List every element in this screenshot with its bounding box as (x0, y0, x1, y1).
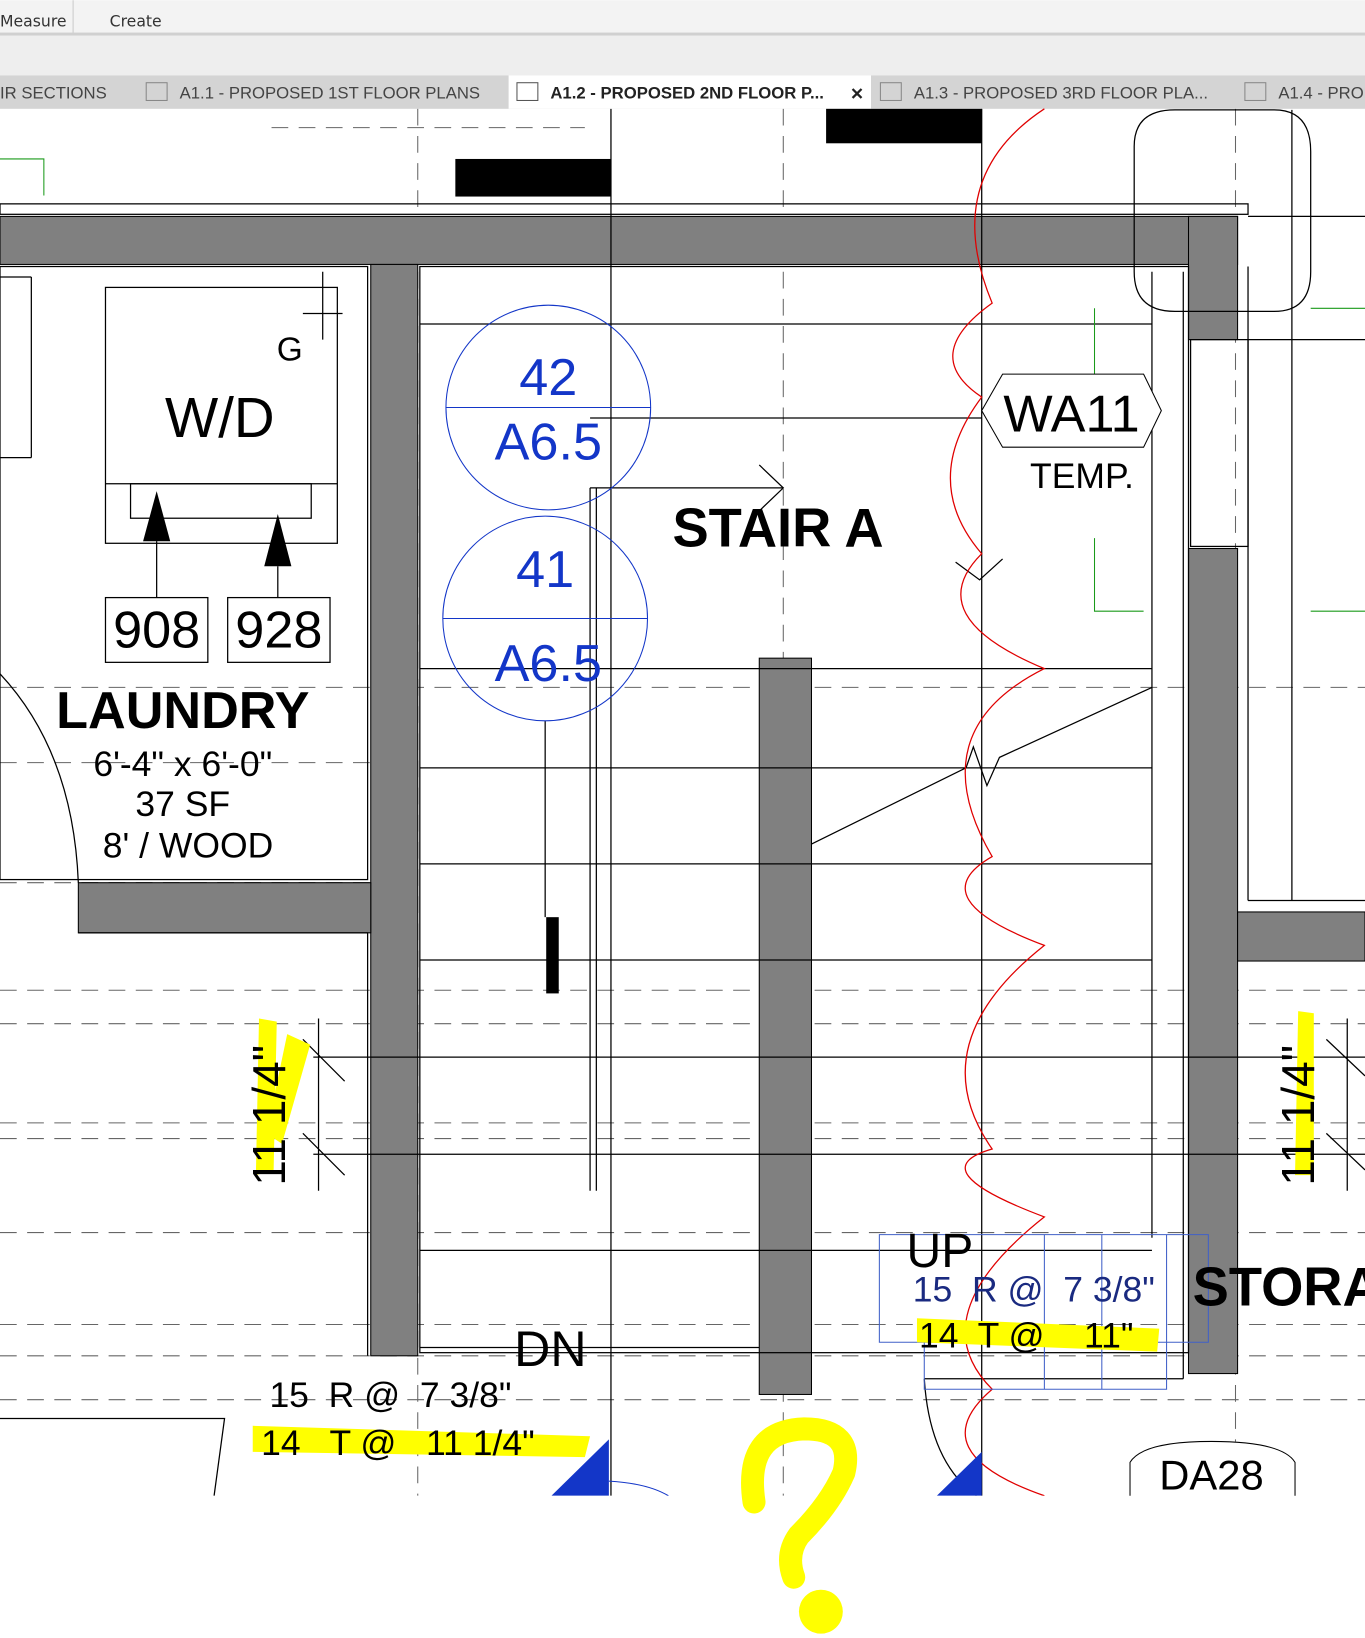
room-name-storage[interactable]: STORA (1193, 1257, 1365, 1318)
stair-treads (313, 108, 1365, 1497)
ribbon-panel-create[interactable]: Create (110, 11, 162, 30)
tab-active-bg (508, 75, 872, 109)
section-tag-41[interactable]: 41 A6.5 (442, 515, 649, 722)
tab-a1-4[interactable]: A1.4 - PRO (1244, 82, 1364, 103)
arrow-icon (264, 514, 292, 567)
tab-label: A1.3 - PROPOSED 3RD FLOOR PLA... (914, 83, 1208, 102)
up-treads: 14 T @ 11" (919, 1315, 1133, 1355)
tab-label: A1.4 - PRO (1278, 83, 1363, 102)
sheet-icon (1244, 82, 1267, 101)
tab-ir-sections[interactable]: IR SECTIONS (0, 83, 107, 102)
room-ceiling: 8' / WOOD (103, 826, 273, 866)
hatch-block (455, 158, 611, 197)
elevation-marker (936, 1451, 982, 1496)
up-risers: 15 R @ 7 3/8" (913, 1270, 1155, 1310)
dimension-left[interactable]: 11 1/4" (243, 1045, 295, 1186)
question-mark-markup (741, 1417, 858, 1634)
tab-a1-2[interactable]: A1.2 - PROPOSED 2ND FLOOR P... ✕ (516, 82, 864, 104)
door-tag[interactable]: 908 (113, 602, 200, 660)
tab-a1-1[interactable]: A1.1 - PROPOSED 1ST FLOOR PLANS (145, 82, 480, 103)
stair-name[interactable]: STAIR A (672, 497, 883, 558)
close-tab-icon[interactable]: ✕ (850, 84, 864, 103)
bottom-tag[interactable]: DA28 (1129, 1440, 1296, 1498)
hatch-block (826, 108, 982, 144)
wall-tag-code: WA11 (1003, 386, 1139, 444)
room-area: 37 SF (135, 784, 230, 824)
sheet-icon (145, 82, 168, 101)
sheet-icon (516, 82, 539, 101)
room-size: 6'-4" x 6'-0" (93, 744, 272, 784)
stair-up-label: UP (907, 1225, 974, 1278)
washer-dryer (104, 286, 338, 544)
bottom-tag-text: DA28 (1159, 1451, 1263, 1498)
options-bar (0, 35, 1365, 76)
door-tag[interactable]: 928 (235, 602, 322, 660)
tab-label: A1.2 - PROPOSED 2ND FLOOR P... (550, 83, 824, 102)
wall-right-lower (1187, 547, 1239, 1375)
wall-storage-top (1237, 911, 1365, 962)
room-name[interactable]: LAUNDRY (56, 682, 309, 740)
ribbon-panel-measure[interactable]: Measure (0, 11, 67, 30)
tag-number: 42 (519, 349, 577, 407)
dimension-right[interactable]: 11 1/4" (1272, 1045, 1324, 1186)
tab-a1-3[interactable]: A1.3 - PROPOSED 3RD FLOOR PLA... (879, 82, 1208, 103)
wall-laundry-bottom (77, 882, 372, 934)
wall-right-upper (1187, 215, 1239, 341)
highlights (252, 1011, 1314, 1458)
dn-risers: 15 R @ 7 3/8" (269, 1375, 511, 1415)
wall-tag[interactable]: WA11 (981, 373, 1162, 448)
stair-center-wall (758, 657, 813, 1395)
ribbon (0, 0, 1365, 34)
tag-sheet: A6.5 (495, 635, 602, 693)
section-tag-42[interactable]: 42 A6.5 (445, 304, 652, 511)
arrow-icon (143, 491, 171, 542)
stair-dn-label: DN (514, 1321, 586, 1377)
tab-label: IR SECTIONS (0, 83, 107, 102)
ribbon-border (0, 32, 1365, 36)
tag-number: 41 (516, 541, 574, 599)
dn-treads: 14 T @ 11 1/4" (261, 1423, 535, 1463)
tab-label: A1.1 - PROPOSED 1ST FLOOR PLANS (180, 83, 480, 102)
revision-cloud (949, 108, 1046, 1497)
appliance-label: W/D (165, 386, 275, 449)
hatch-block (546, 917, 559, 994)
tag-sheet: A6.5 (495, 414, 602, 472)
sheet-icon (879, 82, 902, 101)
wall-tag-note: TEMP. (1030, 456, 1134, 496)
elevation-marker (551, 1439, 609, 1496)
floor-plan: 42 A6.5 41 A6.5 G W/D 908 928 LAUNDRY 6'… (0, 108, 1365, 1638)
wall-top (0, 215, 1239, 265)
gas-label: G (277, 332, 303, 369)
wall-stair-left (370, 263, 419, 1357)
